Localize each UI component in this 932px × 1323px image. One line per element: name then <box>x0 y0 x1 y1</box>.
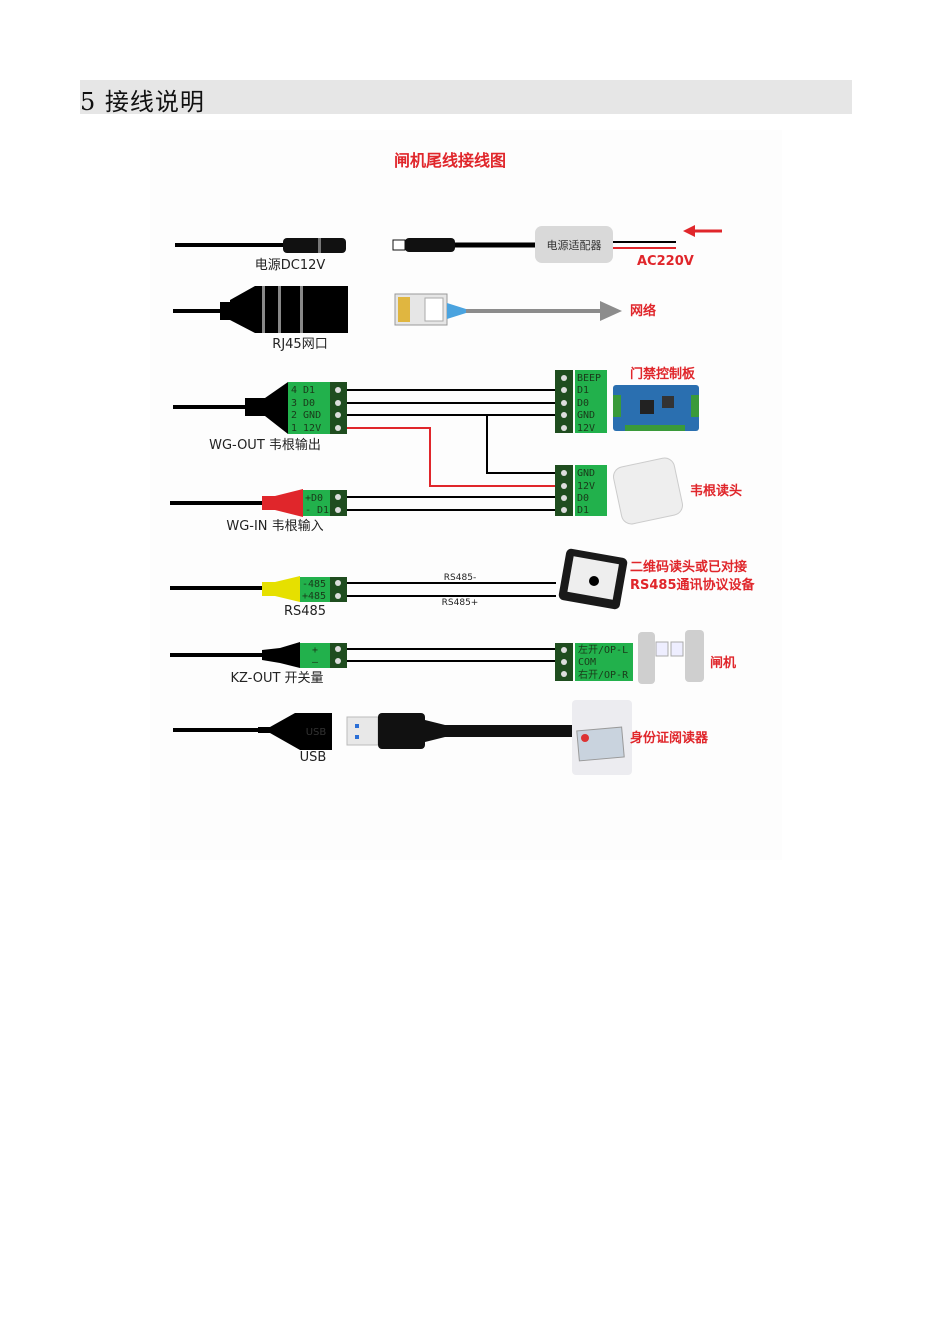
section-heading: 5 接线说明 <box>80 88 205 116</box>
qr-reader-label-line2: RS485通讯协议设备 <box>630 577 756 593</box>
diagram-background <box>150 130 782 860</box>
power-row: 电源DC12V 电源适配器 AC220V <box>175 225 722 273</box>
wiegand-reader-icon <box>613 457 683 525</box>
pin-label: USB <box>306 727 327 738</box>
usb-plug-icon <box>346 716 379 746</box>
rs485-row: -485 +485 RS485 RS485- RS485+ 二维码读头或已对接 … <box>170 548 756 619</box>
pin-label: D1 <box>577 385 589 396</box>
pin-label: – <box>312 657 319 668</box>
pin-label: D1 <box>577 505 589 516</box>
rs485-plus-label: RS485+ <box>442 598 479 608</box>
rs485-minus-label: RS485- <box>444 573 476 583</box>
diagram-title: 闸机尾线接线图 <box>394 151 506 170</box>
kz-out-port-label: KZ-OUT 开关量 <box>230 671 323 686</box>
pin-label: BEEP <box>577 373 601 384</box>
power-adapter-box <box>535 226 613 263</box>
wg-in-port-label: WG-IN 韦根输入 <box>226 518 323 534</box>
pin-label: 1 12V <box>291 423 321 434</box>
pin-label: +485 <box>302 591 326 602</box>
turnstile-gate-icon <box>638 630 704 684</box>
pin-label: GND <box>577 468 595 479</box>
power-port-label: 电源DC12V <box>255 258 326 273</box>
rj45-row: RJ45网口 网络 <box>173 286 656 352</box>
ac-input-label: AC220V <box>637 254 694 269</box>
rj45-port-label: RJ45网口 <box>272 337 327 352</box>
wg-out-terminal-block <box>288 382 330 434</box>
network-label: 网络 <box>630 303 656 319</box>
pin-label: 右开/OP-R <box>578 668 629 681</box>
wg-in-row: +D0 - D1 WG-IN 韦根输入 GND 12V D0 D1 韦根读头 <box>170 457 742 534</box>
qr-reader-label-line1: 二维码读头或已对接 <box>630 559 747 575</box>
pin-label: 12V <box>577 423 595 434</box>
pin-label: + <box>312 645 318 656</box>
pin-label: COM <box>578 657 596 668</box>
pin-label: D0 <box>577 493 589 504</box>
pin-label: 12V <box>577 481 595 492</box>
power-adapter-label: 电源适配器 <box>547 238 602 252</box>
pin-label: D0 <box>577 398 589 409</box>
dc-jack-connector <box>283 238 346 253</box>
arrow-right-icon <box>600 301 622 321</box>
wg-out-port-label: WG-OUT 韦根输出 <box>209 437 321 453</box>
qr-scanner-icon <box>558 548 628 610</box>
rj45-connector <box>230 286 348 333</box>
pin-label: 3 D0 <box>291 398 315 409</box>
kz-out-row: + – KZ-OUT 开关量 左开/OP-L COM 右开/OP-R 闸机 <box>170 630 736 686</box>
id-reader-label: 身份证阅读器 <box>630 730 709 746</box>
dc-plug <box>405 238 455 252</box>
pin-label: +D0 <box>305 493 323 504</box>
usb-row: USB USB 身份证阅读器 <box>173 700 709 775</box>
pin-label: -485 <box>302 579 326 590</box>
pin-label: 左开/OP-L <box>578 643 628 656</box>
access-control-board-icon <box>613 385 699 431</box>
wg-out-row: 4 D1 3 D0 2 GND 1 12V WG-OUT 韦根输出 BEEP D… <box>173 366 699 487</box>
access-board-label: 门禁控制板 <box>630 366 696 382</box>
arrow-left-icon <box>683 225 722 237</box>
pin-label: 4 D1 <box>291 385 315 396</box>
id-card-reader-icon <box>572 700 632 775</box>
pin-label: GND <box>577 410 595 421</box>
usb-port-label: USB <box>300 750 327 765</box>
rs485-port-label: RS485 <box>284 604 326 619</box>
pin-label: 2 GND <box>291 410 321 421</box>
gate-label: 闸机 <box>710 655 736 671</box>
pin-label: - D1 <box>305 505 329 516</box>
wiegand-reader-label: 韦根读头 <box>690 483 742 499</box>
usb-receptacle <box>258 713 332 750</box>
section-heading-bar: 5 接线说明 <box>80 80 852 116</box>
